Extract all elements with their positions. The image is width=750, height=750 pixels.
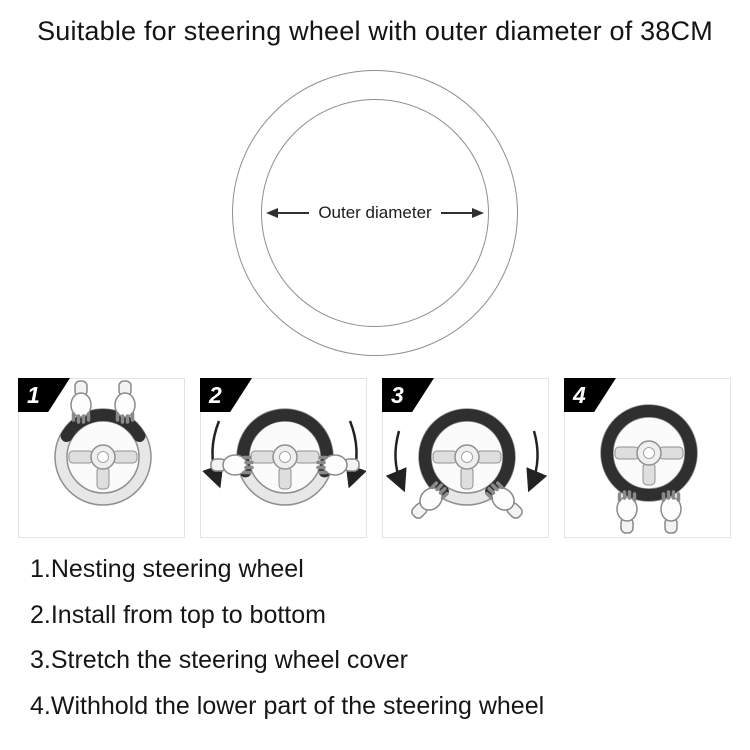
diameter-arrow: Outer diameter [266, 203, 485, 223]
step-panel-3: 3 [382, 378, 549, 538]
diameter-label: Outer diameter [309, 203, 441, 223]
step-panel-2: 2 [200, 378, 367, 538]
steering-wheel-outer-ring [232, 70, 518, 356]
instruction-line-2: 2.Install from top to bottom [30, 600, 326, 629]
instruction-list: 1.Nesting steering wheel 2.Install from … [30, 555, 730, 738]
installation-steps: 1 2 [18, 378, 732, 538]
step-panel-4: 4 [564, 378, 731, 538]
instruction-line-3: 3.Stretch the steering wheel cover [30, 646, 408, 674]
steering-wheel-illustration-step4 [600, 404, 698, 535]
arrow-line-left [278, 212, 310, 214]
steering-wheel-inner-ring [261, 99, 489, 327]
steering-wheel-illustration-step1 [54, 379, 152, 506]
outer-diameter-diagram: Outer diameter [232, 70, 518, 356]
steering-wheel-illustration-step2 [202, 408, 366, 506]
arrow-right-icon [472, 208, 485, 218]
steering-wheel-illustration-step3 [385, 408, 548, 525]
instruction-line-1: 1.Nesting steering wheel [30, 555, 304, 583]
instruction-line-4: 4.Withhold the lower part of the steerin… [30, 691, 545, 720]
step-panel-1: 1 [18, 378, 185, 538]
page-title: Suitable for steering wheel with outer d… [37, 16, 713, 46]
arrow-left-icon [266, 208, 278, 218]
arrow-line-right [440, 212, 473, 214]
